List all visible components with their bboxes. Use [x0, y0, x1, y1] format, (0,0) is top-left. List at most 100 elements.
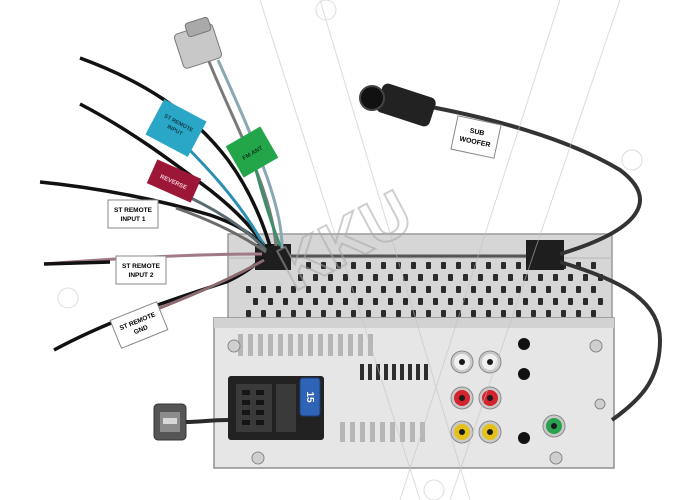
vent-hole — [448, 274, 453, 281]
vent-hole — [546, 310, 551, 317]
vent-hole — [373, 274, 378, 281]
vent-hole — [328, 274, 333, 281]
vent-hole — [276, 310, 281, 317]
screw — [251, 451, 265, 465]
vent-hole — [478, 298, 483, 305]
vent-hole — [276, 286, 281, 293]
vent-hole — [253, 298, 258, 305]
iso-pin — [242, 390, 250, 395]
panel-slot — [392, 364, 396, 380]
rca-jack-center — [487, 395, 493, 401]
vent-hole — [538, 274, 543, 281]
vent-hole — [576, 286, 581, 293]
rca-jack-center — [459, 429, 465, 435]
fuse: 15 — [299, 377, 321, 417]
vent-hole — [328, 298, 333, 305]
panel-slot — [268, 334, 273, 356]
vent-hole — [268, 298, 273, 305]
vent-hole — [516, 310, 521, 317]
rca-jack-center — [487, 359, 493, 365]
vent-hole — [508, 298, 513, 305]
vent-hole — [313, 298, 318, 305]
rca-jacks[interactable] — [450, 350, 566, 444]
vent-hole — [531, 310, 536, 317]
vent-hole — [471, 286, 476, 293]
panel-slot — [400, 364, 404, 380]
svg-text:INPUT 1: INPUT 1 — [121, 216, 146, 223]
screw — [549, 451, 563, 465]
panel-slot — [410, 422, 415, 442]
vent-hole — [291, 286, 296, 293]
panel-slot — [370, 422, 375, 442]
vent-hole — [261, 310, 266, 317]
panel-slot — [278, 334, 283, 356]
vent-hole — [426, 262, 431, 269]
camera-jack[interactable] — [518, 432, 530, 444]
vent-hole — [396, 310, 401, 317]
vent-hole — [493, 274, 498, 281]
usb-cable — [153, 403, 229, 441]
vent-hole — [351, 262, 356, 269]
mic-jack[interactable] — [518, 368, 530, 380]
subwoofer-plug — [359, 83, 436, 127]
svg-text:ST REMOTE: ST REMOTE — [122, 263, 161, 270]
vent-hole — [403, 298, 408, 305]
vent-hole — [501, 310, 506, 317]
vent-hole — [448, 298, 453, 305]
vent-hole — [358, 298, 363, 305]
vent-hole — [568, 274, 573, 281]
vent-hole — [531, 286, 536, 293]
panel-slots — [238, 334, 428, 442]
st-remote-gnd-tag: ST REMOTE GND — [109, 301, 169, 349]
panel-slot — [416, 364, 420, 380]
antenna-plug — [173, 16, 223, 69]
panel-slot — [298, 334, 303, 356]
panel-slot — [350, 422, 355, 442]
vent-hole — [598, 298, 603, 305]
vent-hole — [283, 298, 288, 305]
st-remote-input-2-tag: ST REMOTE INPUT 2 — [115, 255, 167, 285]
vent-hole — [591, 310, 596, 317]
iso-pin — [242, 420, 250, 425]
vent-hole — [366, 286, 371, 293]
vent-hole — [463, 274, 468, 281]
rca-jack-center — [459, 395, 465, 401]
sub-woofer-tag: SUB WOOFER — [450, 115, 502, 159]
vent-hole — [388, 298, 393, 305]
vent-hole — [426, 286, 431, 293]
panel-slot — [358, 334, 363, 356]
panel-slot — [420, 422, 425, 442]
vent-hole — [366, 262, 371, 269]
panel-slot — [318, 334, 323, 356]
vent-hole — [486, 262, 491, 269]
panel-slot — [390, 422, 395, 442]
vent-hole — [456, 262, 461, 269]
screw — [589, 339, 603, 353]
vent-hole — [568, 298, 573, 305]
vent-hole — [576, 310, 581, 317]
vent-hole — [418, 274, 423, 281]
vent-hole — [523, 298, 528, 305]
iso-pin — [256, 420, 264, 425]
rca-jack-center — [459, 359, 465, 365]
panel-slot — [360, 422, 365, 442]
panel-slot — [340, 422, 345, 442]
vent-hole — [501, 286, 506, 293]
vent-hole — [343, 298, 348, 305]
iso-pin — [256, 390, 264, 395]
aux-jack[interactable] — [518, 338, 530, 350]
vent-hole — [336, 286, 341, 293]
vent-hole — [298, 298, 303, 305]
vent-hole — [321, 286, 326, 293]
panel-slot — [248, 334, 253, 356]
vent-hole — [396, 286, 401, 293]
vent-hole — [441, 310, 446, 317]
vent-hole — [321, 262, 326, 269]
vent-hole — [381, 310, 386, 317]
vent-hole — [381, 262, 386, 269]
vent-hole — [306, 286, 311, 293]
vent-hole — [336, 310, 341, 317]
vent-hole — [516, 262, 521, 269]
vent-hole — [471, 310, 476, 317]
